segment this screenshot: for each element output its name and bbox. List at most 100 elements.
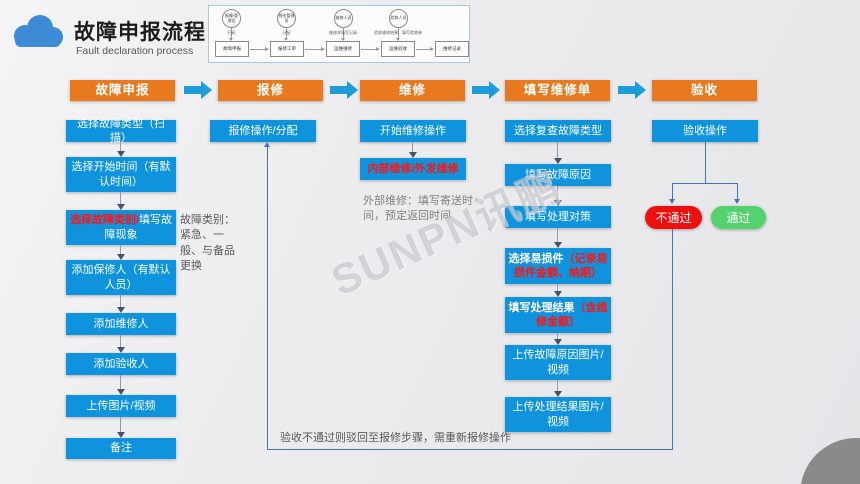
- step-remarks: 备注: [66, 438, 176, 459]
- step-internal-external-repair: 内部维修/外发维修: [360, 158, 466, 180]
- stage-header-fault-report: 故障申报: [70, 80, 175, 101]
- mini-step: 故障申报: [215, 41, 249, 57]
- stage-arrow-icon: [617, 81, 647, 99]
- mini-arrow: [416, 46, 434, 51]
- mini-connector: [284, 28, 288, 41]
- connector-line: [120, 375, 121, 390]
- step-select-recheck-fault-type: 选择复查故障类型: [505, 120, 611, 142]
- external-repair-note: 外部维修：填写寄送时间，预定返回时间: [363, 195, 473, 223]
- connector-arrow-icon: [554, 391, 562, 397]
- connector-arrow-icon: [554, 291, 562, 297]
- fault-phenomenon-text: 填写故障现象: [104, 214, 173, 241]
- page-title: 故障申报流程: [74, 21, 206, 44]
- feedback-line: [672, 229, 673, 449]
- connector-arrow-icon: [117, 254, 125, 260]
- connector-line: [557, 333, 558, 340]
- connector-arrow-icon: [117, 389, 125, 395]
- stage-header-maintenance: 维修: [360, 80, 465, 101]
- result-fail-badge: 不通过: [645, 206, 702, 229]
- connector-arrow-icon: [117, 151, 125, 157]
- connector-line: [120, 417, 121, 433]
- branch-arrow-icon: [669, 199, 675, 204]
- page-subtitle: Fault declaration process: [76, 45, 194, 57]
- branch-arrow-icon: [734, 199, 740, 204]
- connector-arrow-icon: [117, 307, 125, 313]
- step-repair-operation-assign: 报修操作/分配: [210, 120, 316, 142]
- step-acceptance-operation: 验收操作: [652, 120, 758, 142]
- step-add-reporter: 添加保修人（有默认人员）: [66, 260, 176, 295]
- connector-arrow-icon: [554, 158, 562, 164]
- mini-arrow: [250, 46, 269, 51]
- branch-line: [672, 183, 738, 184]
- step-fill-countermeasure: 填写处理对策: [505, 206, 611, 228]
- step-fault-category-phenomenon: 选择故障类别/填写故障现象: [66, 210, 176, 245]
- mini-connector: [229, 28, 233, 41]
- branch-line: [737, 183, 738, 200]
- fill-result-red-text: （含维修金额）: [536, 301, 608, 328]
- connector-line: [120, 245, 121, 255]
- connector-line: [120, 192, 121, 205]
- connector-arrow-icon: [554, 339, 562, 345]
- stage-header-acceptance: 验收: [652, 80, 757, 101]
- wear-parts-red-text: （记录易损件金额、纳期）: [514, 252, 608, 279]
- rejection-note: 验收不通过则驳回至报修步骤，需重新报修操作: [280, 432, 511, 444]
- step-add-acceptor: 添加验收人: [66, 353, 176, 375]
- fault-category-red-text: 选择故障类别/: [69, 214, 140, 227]
- mini-connector: [396, 28, 400, 41]
- overview-mini-diagram: 报障/管理员 物业管理员 维修人员 验收人员 扫码 分配 维修并填写记录 验收维…: [208, 5, 470, 63]
- stage-arrow-icon: [183, 81, 213, 99]
- connector-arrow-icon: [117, 204, 125, 210]
- fault-category-note: 故障类别：紧急、一般、与备品更换: [180, 214, 235, 273]
- cloud-icon: [14, 15, 63, 47]
- step-upload-result-media: 上传处理结果图片/视频: [505, 397, 611, 432]
- step-add-repairer: 添加维修人: [66, 313, 176, 335]
- wear-parts-text: 选择易损件: [508, 252, 564, 265]
- step-fill-result: 填写处理结果（含维修金额）: [505, 297, 611, 333]
- connector-line: [557, 186, 558, 201]
- branch-line: [705, 142, 706, 183]
- connector-line: [120, 295, 121, 308]
- mini-role: 物业管理员: [277, 9, 296, 28]
- mini-step: 运维验收: [381, 41, 415, 57]
- step-upload-cause-media: 上传故障原因图片/视频: [505, 345, 611, 380]
- mini-action-label: 维修并填写记录: [329, 30, 357, 35]
- mini-arrow: [361, 46, 380, 51]
- connector-line: [120, 142, 121, 152]
- stage-header-repair-request: 报修: [218, 80, 323, 101]
- stage-header-repair-form: 填写维修单: [505, 80, 610, 101]
- step-select-wear-parts: 选择易损件（记录易损件金额、纳期）: [505, 248, 611, 284]
- fill-result-text: 填写处理结果: [508, 301, 575, 314]
- step-select-fault-type: 选择故障类型（扫描）: [66, 118, 176, 144]
- mini-role: 验收人员: [389, 9, 408, 28]
- connector-line: [557, 228, 558, 243]
- mini-arrow: [305, 46, 325, 51]
- connector-line: [412, 142, 413, 153]
- connector-line: [557, 284, 558, 292]
- step-fill-fault-cause: 填写故障原因: [505, 164, 611, 186]
- feedback-arrow-icon: [264, 142, 270, 147]
- step-upload-media: 上传图片/视频: [66, 395, 176, 417]
- mini-action-label: 扫码: [227, 30, 236, 35]
- connector-arrow-icon: [409, 152, 417, 158]
- mini-action-label: 验收维修结果、填写验收单: [374, 30, 422, 35]
- mini-step: 维修记录: [435, 41, 469, 57]
- connector-arrow-icon: [117, 347, 125, 353]
- mini-step: 运维维修: [326, 41, 360, 57]
- mini-role: 维修人员: [334, 9, 353, 28]
- mini-step: 报修工单: [270, 41, 304, 57]
- step-start-maintenance: 开始维修操作: [360, 120, 466, 142]
- connector-arrow-icon: [554, 242, 562, 248]
- connector-arrow-icon: [117, 432, 125, 438]
- result-pass-badge: 通过: [711, 206, 766, 229]
- mini-role: 报障/管理员: [222, 9, 241, 28]
- connector-arrow-icon: [554, 200, 562, 206]
- branch-line: [672, 183, 673, 200]
- stage-arrow-icon: [329, 81, 359, 99]
- mini-connector: [341, 28, 345, 41]
- stage-arrow-icon: [471, 81, 501, 99]
- feedback-line: [267, 449, 673, 450]
- internal-external-red-text: 内部维修/外发维修: [367, 162, 459, 175]
- decorative-circle: [800, 438, 860, 484]
- connector-line: [557, 380, 558, 392]
